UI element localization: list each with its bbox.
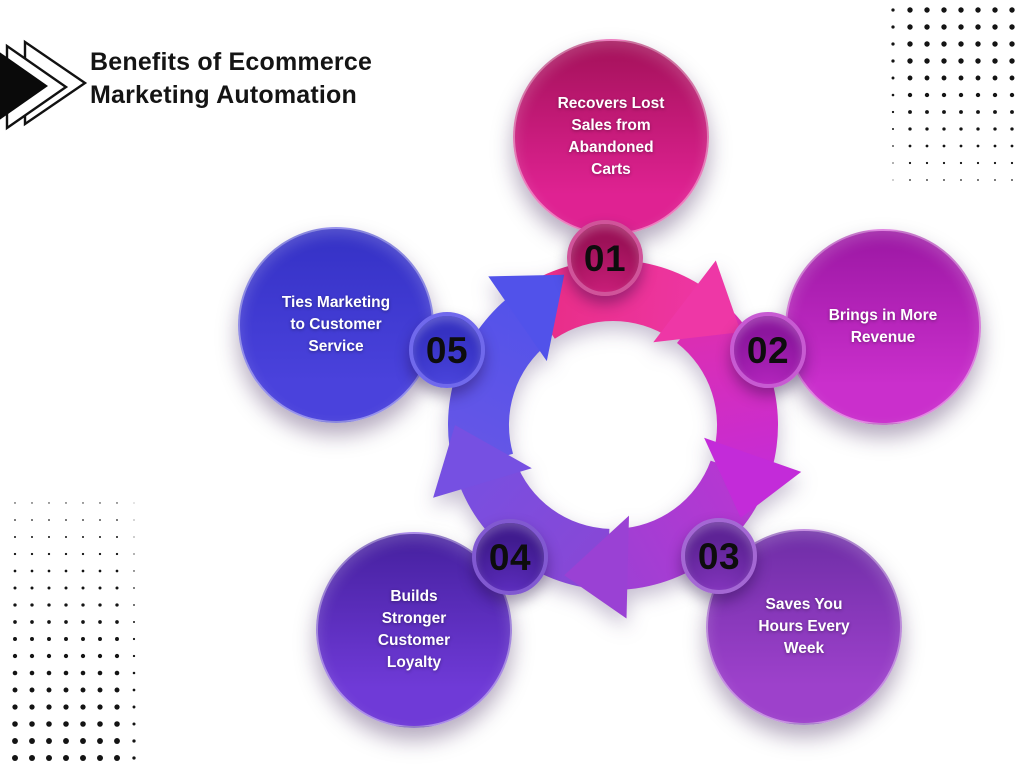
benefit-text-line: Brings in More [828,307,938,324]
dot-grid-top-right [891,7,1015,181]
benefit-text-line: Hours Every [758,618,850,635]
page-title: Benefits of Ecommerce Marketing Automati… [90,46,372,112]
benefit-text-line: Saves You [765,596,843,613]
step-badge-03: 03 [681,518,757,594]
benefit-text-line: Recovers Lost [557,95,665,112]
benefit-text-line: Stronger [381,610,447,627]
benefit-text-line: Builds [390,588,438,605]
benefit-text-line: Ties Marketing [281,294,391,311]
step-number: 02 [746,329,790,371]
benefit-text-line: Service [308,338,364,355]
step-badge-01: 01 [567,220,643,296]
benefit-text-line: Abandoned [568,139,654,156]
step-number: 05 [425,329,469,371]
triple-arrow-logo-icon [0,39,88,131]
benefit-text-line: Loyalty [386,654,442,671]
title-line-2: Marketing Automation [90,81,357,109]
step-badge-02: 02 [730,312,806,388]
benefit-text-line: Sales from [571,117,651,134]
step-number: 01 [583,237,627,279]
benefit-text-line: Carts [591,161,631,178]
dot-grid-bottom-left [12,502,136,761]
benefit-circle-02: Brings in More Revenue [785,229,981,425]
benefit-text-line: Week [783,640,825,657]
step-badge-04: 04 [472,519,548,595]
benefit-text-line: Customer [377,632,451,649]
benefit-circle-05: Ties Marketing to Customer Service [238,227,434,423]
step-number: 04 [488,536,532,578]
benefit-text-line: to Customer [290,316,382,333]
benefit-circle-01: Recovers Lost Sales from Abandoned Carts [513,39,709,235]
benefit-text-line: Revenue [850,329,916,346]
title-line-1: Benefits of Ecommerce [90,48,373,76]
step-badge-05: 05 [409,312,485,388]
step-number: 03 [697,535,741,577]
